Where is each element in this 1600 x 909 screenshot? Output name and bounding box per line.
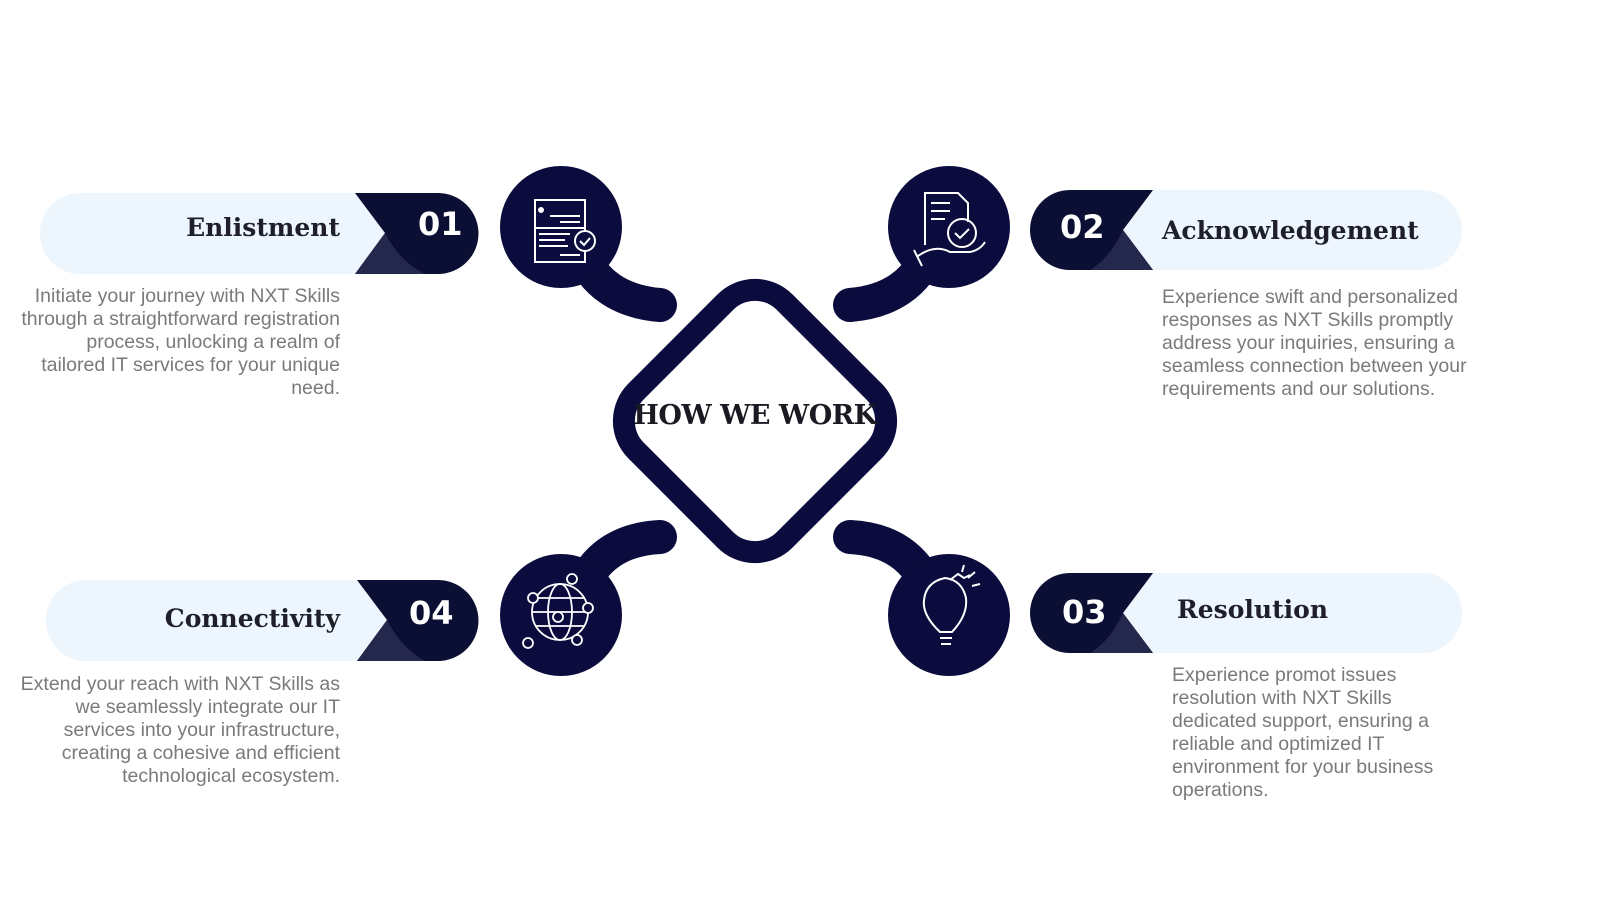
center-title: HOW WE WORK: [633, 400, 877, 431]
step-title-02: Acknowledgement: [1162, 216, 1419, 245]
step-description-01: Initiate your journey with NXT Skills th…: [21, 285, 340, 399]
step-pill-04: [46, 580, 479, 661]
step-pill-03: [1030, 573, 1462, 653]
center-diamond: [612, 278, 898, 564]
hand-document-check-icon: [913, 192, 986, 267]
step-number-03: 03: [1062, 593, 1107, 631]
document-check-icon: [534, 199, 596, 263]
step-circle-03: [888, 554, 1010, 676]
step-description-04: Extend your reach with NXT Skills as we …: [20, 673, 340, 787]
step-description-02: Experience swift and personalized respon…: [1162, 286, 1467, 400]
step-description-03: Experience promot issues resolution with…: [1172, 664, 1434, 801]
step-number-04: 04: [409, 594, 454, 632]
step-pill-02: [1030, 190, 1462, 270]
step-title-01: Enlistment: [186, 213, 340, 242]
step-pill-01: [40, 193, 479, 274]
lightbulb-puzzle-icon: [922, 564, 981, 645]
globe-network-icon: [522, 573, 594, 649]
step-title-03: Resolution: [1177, 595, 1329, 624]
step-title-04: Connectivity: [164, 604, 340, 633]
step-number-01: 01: [418, 205, 463, 243]
step-number-02: 02: [1060, 208, 1105, 246]
